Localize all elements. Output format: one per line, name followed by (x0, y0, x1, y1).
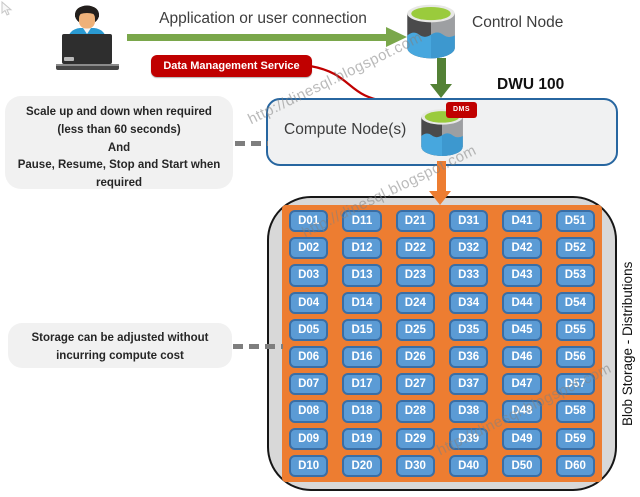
distribution-cell: D50 (502, 454, 542, 477)
distribution-cell: D27 (395, 373, 435, 396)
distribution-cell: D31 (448, 210, 489, 233)
distribution-cell: D53 (555, 264, 595, 287)
distribution-cell: D45 (502, 318, 542, 341)
distribution-cell: D57 (555, 373, 595, 396)
connection-arrow-head (386, 27, 407, 47)
compute-to-storage-arrow (437, 161, 446, 192)
distribution-cell: D18 (342, 400, 382, 423)
distribution-cell: D07 (289, 373, 329, 396)
distribution-cell: D17 (342, 373, 382, 396)
control-to-compute-arrow-head (430, 84, 452, 98)
distribution-cell: D41 (502, 210, 542, 233)
distribution-cell: D29 (395, 427, 435, 450)
dms-service-badge: Data Management Service (151, 55, 312, 77)
dwu-label: DWU 100 (497, 76, 565, 93)
distribution-cell: D21 (395, 210, 435, 233)
distribution-cell: D19 (342, 427, 382, 450)
distribution-cell: D15 (342, 318, 382, 341)
distribution-cell: D32 (448, 237, 489, 260)
distribution-cell: D25 (395, 318, 435, 341)
distribution-cell: D48 (502, 400, 542, 423)
control-to-compute-arrow (437, 58, 446, 85)
compute-node-label: Compute Node(s) (284, 121, 407, 138)
distribution-cell: D13 (342, 264, 382, 287)
distribution-cell: D01 (289, 210, 329, 233)
distribution-cell: D04 (289, 291, 329, 314)
distribution-cell: D16 (342, 346, 382, 369)
distribution-cell: D30 (395, 454, 435, 477)
storage-callout: Storage can be adjusted without incurrin… (8, 323, 232, 368)
scale-callout: Scale up and down when required (less th… (5, 96, 233, 189)
distribution-cell: D37 (448, 373, 489, 396)
distribution-cell: D60 (555, 454, 595, 477)
control-node-label: Control Node (472, 14, 564, 31)
distribution-cell: D09 (289, 427, 329, 450)
distribution-cell: D14 (342, 291, 382, 314)
distribution-cell: D38 (448, 400, 489, 423)
distribution-cell: D40 (448, 454, 489, 477)
distribution-cell: D11 (342, 210, 382, 233)
distribution-cell: D39 (448, 427, 489, 450)
distribution-cell: D08 (289, 400, 329, 423)
distribution-cell: D58 (555, 400, 595, 423)
distribution-cell: D23 (395, 264, 435, 287)
distribution-cell: D02 (289, 237, 329, 260)
distribution-cell: D35 (448, 318, 489, 341)
user-icon (56, 5, 119, 70)
distribution-cell: D52 (555, 237, 595, 260)
cursor-icon (1, 1, 13, 16)
dashed-connector-storage (233, 344, 283, 349)
distribution-cell: D56 (555, 346, 595, 369)
connection-arrow (127, 34, 387, 41)
distribution-cell: D33 (448, 264, 489, 287)
distribution-cell: D49 (502, 427, 542, 450)
distribution-cell: D36 (448, 346, 489, 369)
distribution-cell: D55 (555, 318, 595, 341)
distribution-cell: D12 (342, 237, 382, 260)
distribution-cell: D03 (289, 264, 329, 287)
connection-label: Application or user connection (159, 10, 367, 27)
distribution-cell: D59 (555, 427, 595, 450)
dashed-connector-scale (235, 141, 268, 146)
distribution-cell: D51 (555, 210, 595, 233)
distribution-cell: D20 (342, 454, 382, 477)
compute-to-storage-arrow-head (429, 191, 451, 205)
distribution-cell: D05 (289, 318, 329, 341)
distribution-cell: D54 (555, 291, 595, 314)
blob-storage-label: Blob Storage - Distributions (620, 261, 635, 426)
distribution-cell: D22 (395, 237, 435, 260)
control-node-icon (407, 4, 455, 59)
distribution-cell: D46 (502, 346, 542, 369)
distribution-cell: D28 (395, 400, 435, 423)
distribution-cell: D24 (395, 291, 435, 314)
distribution-cell: D42 (502, 237, 542, 260)
distribution-cell: D26 (395, 346, 435, 369)
distribution-cell: D06 (289, 346, 329, 369)
dms-badge: DMS (446, 102, 477, 118)
distribution-cell: D34 (448, 291, 489, 314)
distribution-cell: D47 (502, 373, 542, 396)
distribution-cell: D10 (289, 454, 329, 477)
distribution-cell: D44 (502, 291, 542, 314)
distribution-cell: D43 (502, 264, 542, 287)
